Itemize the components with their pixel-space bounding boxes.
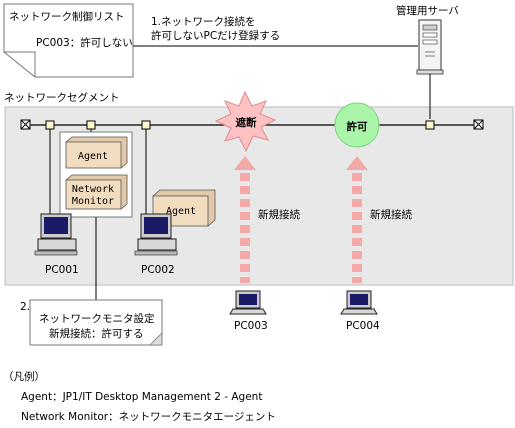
junction-server xyxy=(425,120,435,130)
agent-label-2: Agent xyxy=(166,206,196,217)
pc004-label: PC004 xyxy=(346,320,380,332)
network-monitor-box: Network Monitor xyxy=(65,174,128,210)
bus-terminator-right xyxy=(473,119,484,130)
arrow-pc004-connection xyxy=(346,156,368,283)
step1-line2: 許可しないPCだけ登録する xyxy=(151,29,280,42)
step2-line1: ネットワークモニタ設定 xyxy=(39,312,155,325)
arrow-pc003-connection xyxy=(234,156,256,283)
pc003-laptop-icon xyxy=(229,290,267,315)
monitor-label-line2: Monitor xyxy=(72,196,114,207)
new-connection-label-1: 新規接続 xyxy=(258,208,300,221)
step2-number: 2. xyxy=(20,301,30,313)
agent-box-1: Agent xyxy=(65,136,128,169)
step2-line2: 新規接続：許可する xyxy=(49,327,144,340)
agent-label-1: Agent xyxy=(78,151,108,162)
server-icon xyxy=(416,19,444,75)
pc003-label: PC003 xyxy=(234,320,268,332)
step1-line1: 1.ネットワーク接続を xyxy=(151,15,256,28)
control-list-note: ネットワーク制御リスト PC003：許可しない xyxy=(3,3,134,78)
monitor-setting-note: ネットワークモニタ設定 新規接続：許可する xyxy=(29,299,163,346)
block-burst-icon: 遮断 xyxy=(214,90,277,153)
monitor-label-line1: Network xyxy=(72,184,114,195)
junction-pc002 xyxy=(141,120,151,130)
block-label: 遮断 xyxy=(236,116,257,129)
junction-pc001 xyxy=(45,120,55,130)
segment-label: ネットワークセグメント xyxy=(4,91,120,104)
pc004-laptop-icon xyxy=(340,290,378,315)
bus-terminator-left xyxy=(20,119,31,130)
server-label: 管理用サーバ xyxy=(396,4,459,17)
pc002-label: PC002 xyxy=(141,264,175,276)
control-list-entry: PC003：許可しない xyxy=(36,36,133,49)
legend-agent: Agent：JP1/IT Desktop Management 2 - Agen… xyxy=(21,391,262,403)
pc002-desktop-icon xyxy=(134,213,178,256)
new-connection-label-2: 新規接続 xyxy=(370,208,412,221)
pc001-desktop-icon xyxy=(34,213,78,256)
junction-monitor xyxy=(86,120,96,130)
pc001-label: PC001 xyxy=(45,264,79,276)
allow-circle-icon: 許可 xyxy=(334,102,380,148)
legend-monitor: Network Monitor：ネットワークモニタエージェント xyxy=(21,411,276,423)
control-list-title: ネットワーク制御リスト xyxy=(9,10,125,23)
legend-heading: （凡例） xyxy=(3,370,45,383)
allow-label: 許可 xyxy=(347,120,368,133)
